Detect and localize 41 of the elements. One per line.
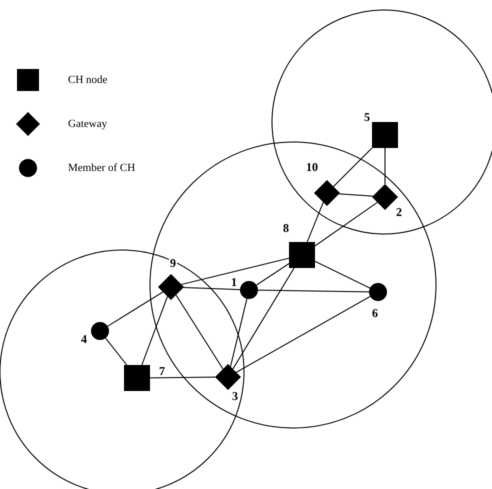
ch-node-square xyxy=(289,242,315,268)
gateway-diamond xyxy=(215,364,241,390)
link-line xyxy=(314,260,370,289)
node-number: 5 xyxy=(363,111,371,123)
node-number: 7 xyxy=(158,365,166,377)
member-node-circle xyxy=(91,322,109,340)
gateway-diamond xyxy=(314,180,340,206)
node-number: 4 xyxy=(80,333,88,345)
link-line xyxy=(183,286,240,290)
legend-label: CH node xyxy=(68,74,108,86)
node-number: 10 xyxy=(305,161,319,173)
link-line xyxy=(306,202,324,242)
node-number: 9 xyxy=(169,257,177,269)
link-line xyxy=(107,291,164,327)
node-number: 2 xyxy=(395,206,403,218)
link-line xyxy=(176,294,224,370)
link-line xyxy=(232,268,295,370)
legend-label: Member of CH xyxy=(68,162,136,174)
node-number: 8 xyxy=(282,222,290,234)
link-line xyxy=(384,148,386,184)
link-line xyxy=(236,296,371,373)
link-line xyxy=(314,202,378,246)
link-line xyxy=(141,296,168,366)
node-number: 3 xyxy=(231,390,239,402)
node-number: 1 xyxy=(230,276,238,288)
link-line xyxy=(258,290,370,292)
link-line xyxy=(180,258,290,285)
gateway-diamond xyxy=(158,274,184,300)
link-line xyxy=(338,193,374,197)
link-line xyxy=(150,376,216,378)
gateway-diamond xyxy=(372,184,398,210)
link-line xyxy=(105,338,128,366)
ch-node-square xyxy=(124,365,150,391)
node-number: 6 xyxy=(371,307,379,319)
link-line xyxy=(230,298,248,368)
link-line xyxy=(333,148,372,187)
member-node-circle xyxy=(240,281,258,299)
legend-label: Gateway xyxy=(68,118,108,130)
link-line xyxy=(256,263,290,286)
ch-node-square xyxy=(372,122,398,148)
member-node-circle xyxy=(369,283,387,301)
